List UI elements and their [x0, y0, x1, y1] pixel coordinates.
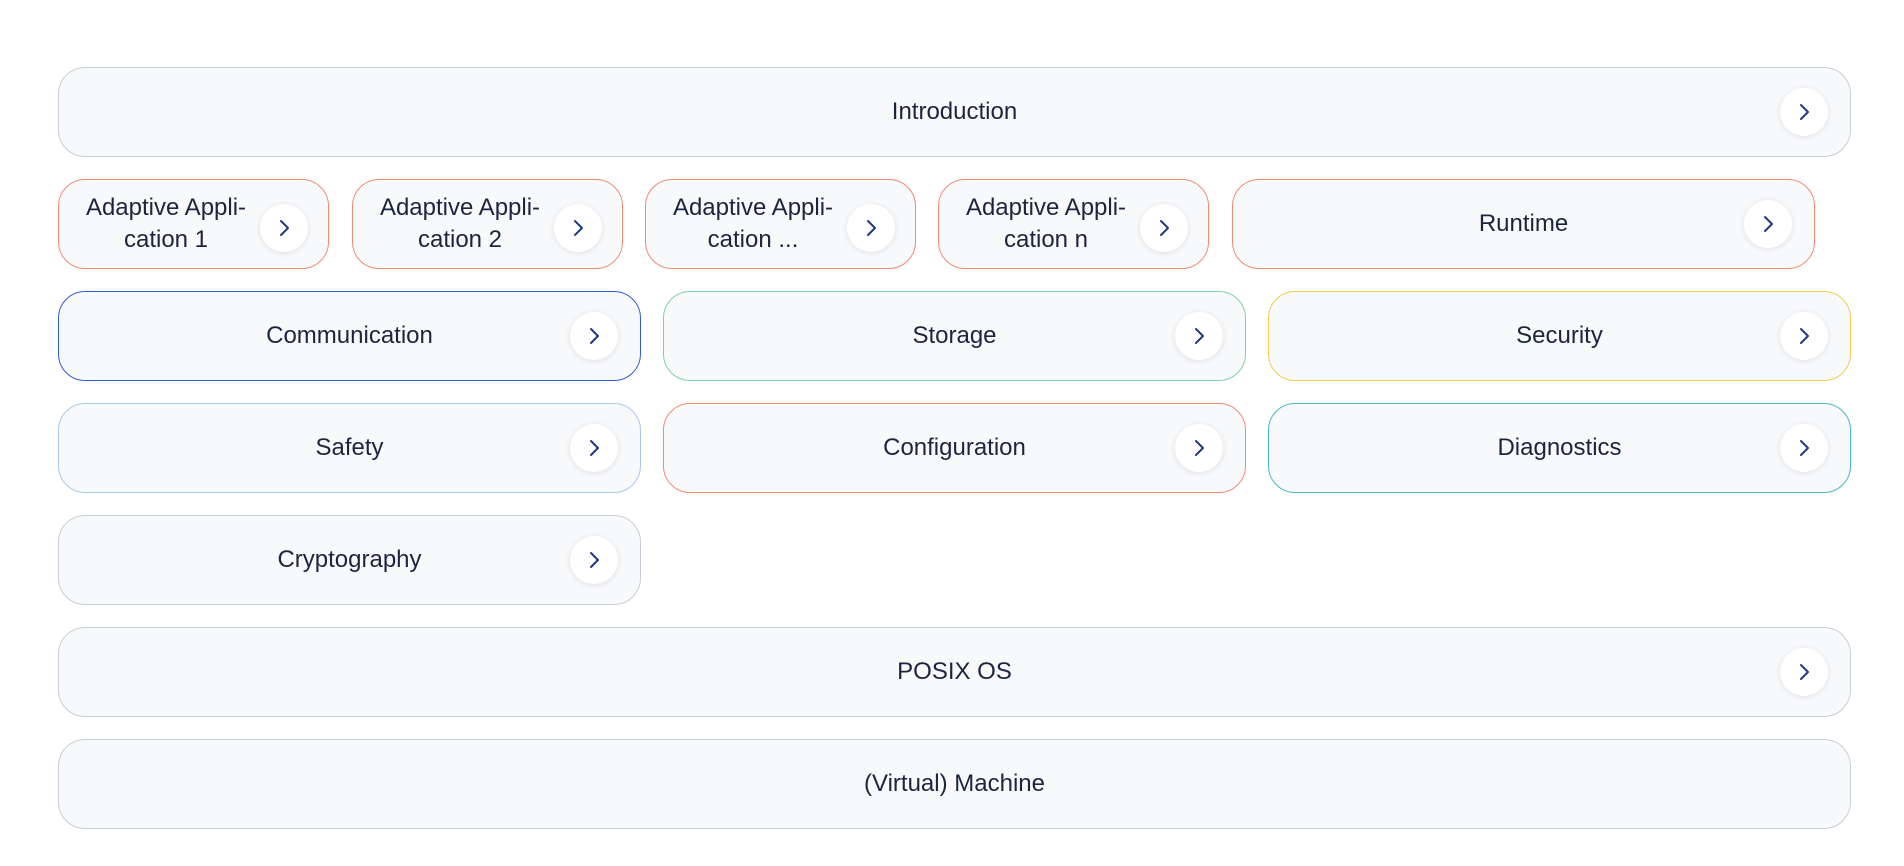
adaptive-application-ellipsis-block[interactable]: Adaptive Appli-cation ...	[645, 179, 916, 269]
chevron-right-icon[interactable]	[847, 204, 895, 252]
storage-label: Storage	[912, 322, 997, 349]
chevron-right-icon[interactable]	[1140, 204, 1188, 252]
cryptography-label: Cryptography	[277, 546, 422, 573]
virtual-machine-label: (Virtual) Machine	[864, 770, 1045, 797]
virtual-machine-block: (Virtual) Machine	[58, 739, 1851, 829]
chevron-right-icon[interactable]	[260, 204, 308, 252]
adaptive-application-n-label: Adaptive Appli-cation n	[965, 194, 1127, 253]
chevron-right-icon[interactable]	[1175, 312, 1223, 360]
communication-label: Communication	[266, 322, 433, 349]
configuration-label: Configuration	[883, 434, 1026, 461]
chevron-right-icon[interactable]	[1780, 88, 1828, 136]
cryptography-block[interactable]: Cryptography	[58, 515, 641, 605]
chevron-right-icon[interactable]	[554, 204, 602, 252]
posix-os-block[interactable]: POSIX OS	[58, 627, 1851, 717]
security-label: Security	[1516, 322, 1603, 349]
chevron-right-icon[interactable]	[570, 312, 618, 360]
storage-block[interactable]: Storage	[663, 291, 1246, 381]
security-block[interactable]: Security	[1268, 291, 1851, 381]
introduction-label: Introduction	[891, 98, 1018, 125]
diagnostics-block[interactable]: Diagnostics	[1268, 403, 1851, 493]
introduction-block[interactable]: Introduction	[58, 67, 1851, 157]
chevron-right-icon[interactable]	[570, 424, 618, 472]
chevron-right-icon[interactable]	[1780, 648, 1828, 696]
runtime-label: Runtime	[1478, 210, 1569, 237]
adaptive-application-2-block[interactable]: Adaptive Appli-cation 2	[352, 179, 623, 269]
adaptive-application-2-label: Adaptive Appli-cation 2	[379, 194, 541, 253]
chevron-right-icon[interactable]	[570, 536, 618, 584]
chevron-right-icon[interactable]	[1744, 200, 1792, 248]
chevron-right-icon[interactable]	[1780, 312, 1828, 360]
diagnostics-label: Diagnostics	[1497, 434, 1622, 461]
chevron-right-icon[interactable]	[1780, 424, 1828, 472]
safety-block[interactable]: Safety	[58, 403, 641, 493]
adaptive-application-1-label: Adaptive Appli-cation 1	[85, 194, 247, 253]
adaptive-application-ellipsis-label: Adaptive Appli-cation ...	[672, 194, 834, 253]
adaptive-application-n-block[interactable]: Adaptive Appli-cation n	[938, 179, 1209, 269]
adaptive-application-1-block[interactable]: Adaptive Appli-cation 1	[58, 179, 329, 269]
chevron-right-icon[interactable]	[1175, 424, 1223, 472]
runtime-block[interactable]: Runtime	[1232, 179, 1815, 269]
posix-os-label: POSIX OS	[897, 658, 1012, 685]
configuration-block[interactable]: Configuration	[663, 403, 1246, 493]
safety-label: Safety	[315, 434, 384, 461]
communication-block[interactable]: Communication	[58, 291, 641, 381]
